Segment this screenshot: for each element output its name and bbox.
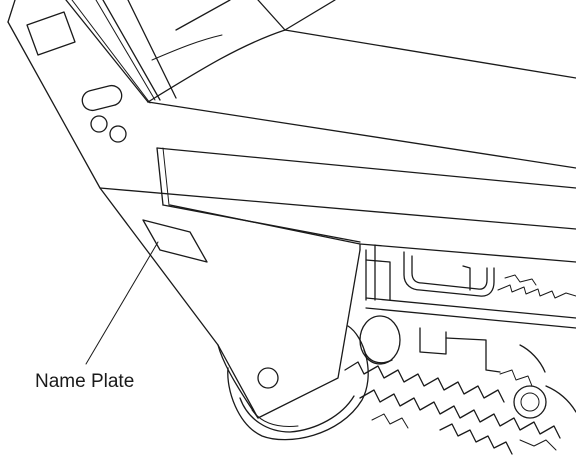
tread-belt — [344, 361, 561, 455]
inner-mechanism — [359, 244, 576, 419]
callout-leader-line — [85, 241, 159, 365]
name-plate-label: Name Plate — [35, 371, 135, 392]
wheel — [227, 325, 369, 441]
wheel-bracket — [217, 249, 361, 419]
name-plate — [142, 219, 208, 263]
front-panel — [99, 147, 576, 263]
side-panel — [26, 11, 127, 143]
upper-housing — [7, 0, 576, 346]
